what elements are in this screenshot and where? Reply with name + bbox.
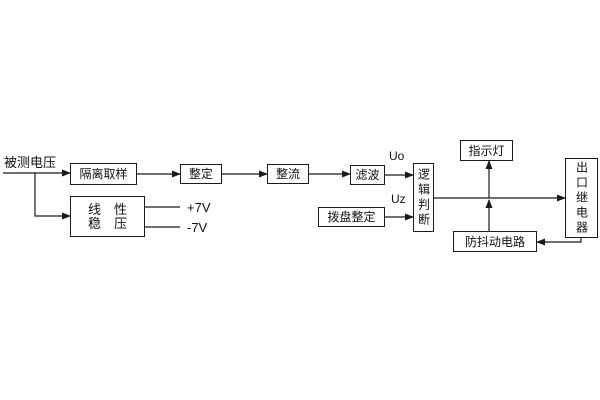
connector-relay-to-antijitter: [536, 238, 582, 246]
block-filter: 滤波: [350, 165, 385, 185]
block-dial-setting: 拨盘整定: [318, 207, 385, 227]
connector-source-to-regulator: [34, 173, 71, 220]
minus-7v-label: -7V: [187, 220, 208, 235]
block-setting: 整定: [180, 164, 222, 184]
plus-7v-label: +7V: [187, 200, 211, 215]
block-output-relay: 出口继电器: [565, 158, 598, 238]
regulator-row-stable: 稳 压: [87, 216, 127, 231]
block-logic-judgment: 逻辑判断: [413, 163, 434, 232]
uz-signal-label: Uz: [391, 192, 406, 206]
block-rectifier: 整流: [267, 164, 309, 184]
block-isolation-sampling: 隔离取样: [70, 163, 137, 185]
regulator-row-linear: 线 性: [87, 202, 127, 217]
source-voltage-label: 被测电压: [4, 155, 57, 170]
block-indicator-lamp: 指示灯: [460, 140, 513, 161]
block-linear-regulator: 线 性 稳 压: [70, 196, 145, 237]
uo-signal-label: Uo: [389, 149, 405, 163]
block-anti-jitter-circuit: 防抖动电路: [453, 231, 537, 252]
